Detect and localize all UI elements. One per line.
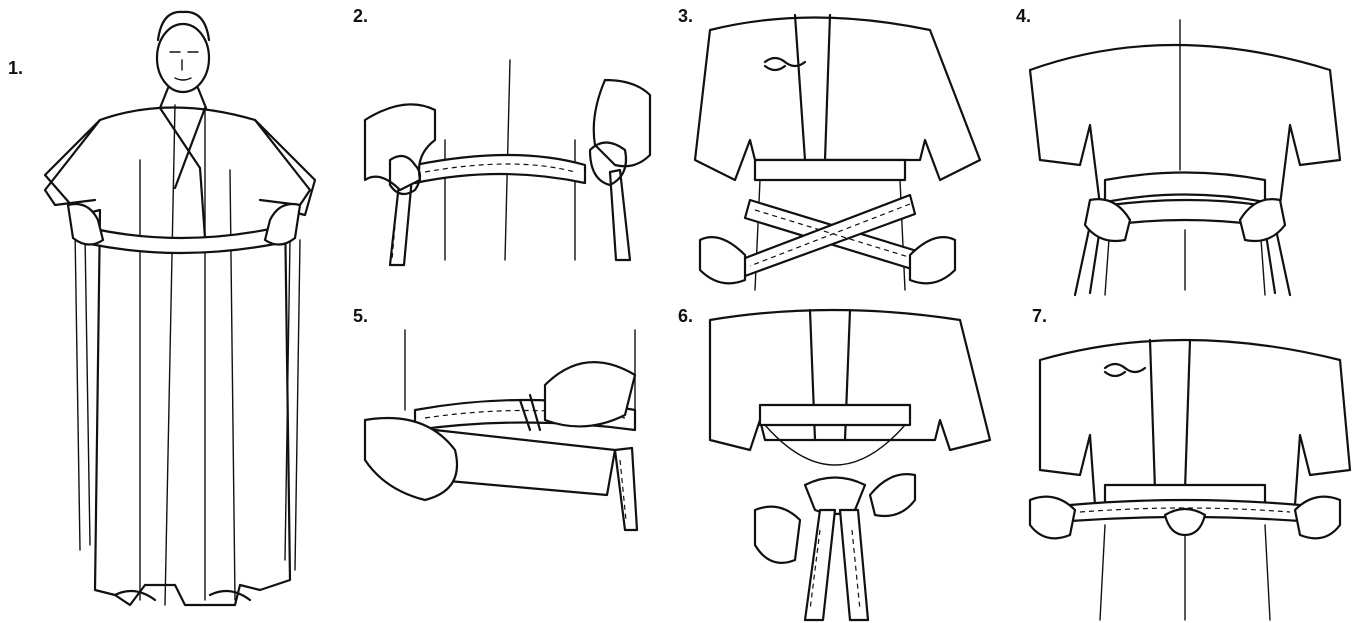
step-6-illustration bbox=[670, 300, 1000, 623]
step-3-panel: 3. bbox=[670, 0, 1000, 300]
step-2-illustration bbox=[345, 0, 665, 300]
step-2-panel: 2. bbox=[345, 0, 665, 300]
step-4-illustration bbox=[1010, 0, 1362, 300]
step-7-illustration bbox=[1010, 300, 1362, 623]
step-4-panel: 4. bbox=[1010, 0, 1362, 300]
step-6-panel: 6. bbox=[670, 300, 1000, 623]
step-7-panel: 7. bbox=[1010, 300, 1362, 623]
step-5-panel: 5. bbox=[345, 300, 665, 623]
step-1-panel: 1. bbox=[0, 0, 340, 623]
step-1-illustration bbox=[0, 0, 340, 623]
step-3-illustration bbox=[670, 0, 1000, 300]
step-5-illustration bbox=[345, 300, 665, 623]
